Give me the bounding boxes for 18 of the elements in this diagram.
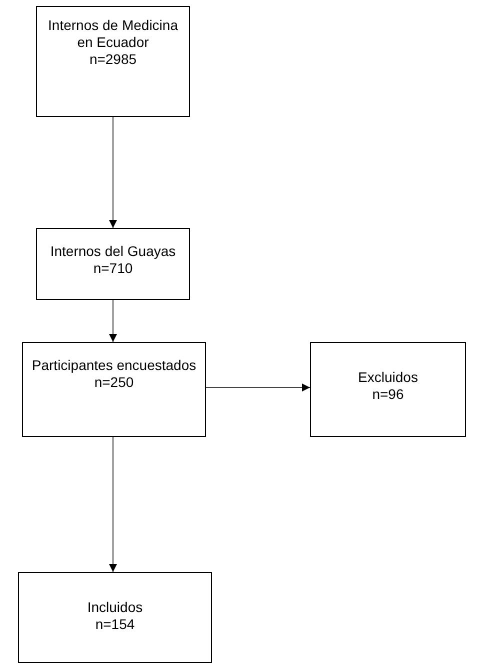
arrow: [109, 300, 117, 342]
count-label: n=710: [93, 260, 133, 277]
count-label: n=2985: [89, 51, 137, 68]
arrow: [109, 436, 117, 572]
box-title: Excluidos: [358, 369, 418, 386]
count-label: n=96: [372, 386, 404, 403]
process-box: [18, 572, 212, 663]
arrow: [109, 116, 117, 228]
count-label: n=154: [95, 616, 135, 633]
process-box: [22, 342, 206, 437]
process-box: [36, 6, 190, 117]
box-title: Internos del Guayas: [50, 243, 176, 260]
process-box: [36, 228, 190, 300]
count-label: n=250: [94, 374, 134, 391]
process-box: [310, 342, 466, 437]
box-title: Participantes encuestados: [32, 357, 196, 374]
arrow: [206, 384, 310, 392]
box-title: Incluidos: [87, 599, 143, 616]
